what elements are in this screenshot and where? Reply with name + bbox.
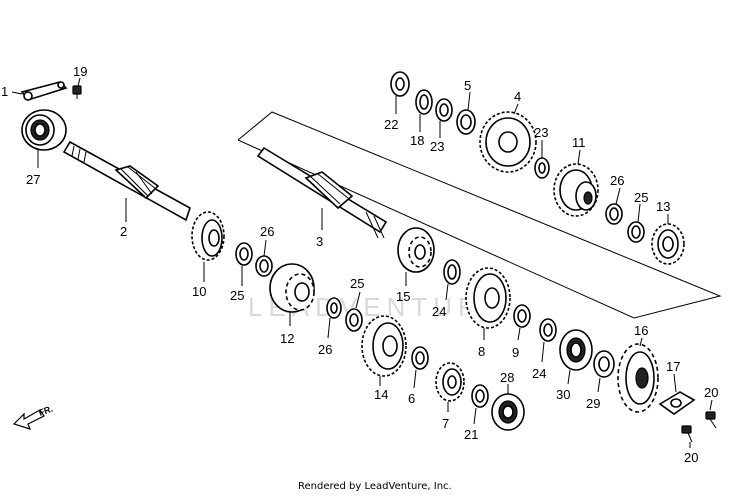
part-23-washer-top	[435, 98, 453, 122]
part-15-gear	[397, 227, 435, 273]
callout-9: 9	[512, 345, 519, 360]
part-19-bolt	[72, 85, 82, 99]
part-20-bolt-upper	[705, 411, 717, 429]
part-13-gear	[651, 223, 685, 265]
callout-15: 15	[396, 289, 410, 304]
callout-20-upper: 20	[704, 385, 718, 400]
callout-27: 27	[26, 172, 40, 187]
callout-12: 12	[280, 331, 294, 346]
part-17-plate	[658, 391, 696, 415]
callout-6: 6	[408, 391, 415, 406]
part-4-gear	[479, 111, 537, 173]
callout-28: 28	[500, 370, 514, 385]
direction-label: FR.	[37, 404, 54, 418]
callout-3: 3	[316, 234, 323, 249]
part-22-washer	[390, 71, 410, 97]
part-25-washer-mid	[345, 308, 363, 332]
callout-8: 8	[478, 344, 485, 359]
callout-25-left: 25	[230, 288, 244, 303]
callout-23-mid: 23	[534, 125, 548, 140]
part-16-sprocket	[617, 343, 659, 413]
callout-24-lower: 24	[532, 366, 546, 381]
forward-arrow-icon	[12, 409, 45, 430]
part-2-main-shaft	[62, 140, 191, 222]
callout-26-right: 26	[610, 173, 624, 188]
callout-4: 4	[514, 89, 521, 104]
part-9-bushing	[513, 304, 531, 328]
part-3-counter-shaft	[256, 146, 388, 239]
part-1-retainer-plate	[20, 81, 68, 101]
part-12-gear	[269, 263, 315, 313]
callout-2: 2	[120, 224, 127, 239]
callout-22: 22	[384, 117, 398, 132]
callout-16: 16	[634, 323, 648, 338]
callout-24-upper: 24	[432, 304, 446, 319]
part-30-bearing	[559, 329, 593, 371]
part-18-bushing	[415, 89, 433, 115]
part-29-washer	[593, 350, 615, 378]
part-24-washer-upper	[443, 259, 461, 285]
callout-26-mid: 26	[318, 342, 332, 357]
group-bracket-outline	[237, 111, 722, 319]
part-14-gear	[361, 315, 407, 377]
callout-10: 10	[192, 284, 206, 299]
callout-7: 7	[442, 416, 449, 431]
part-26-circlip-right	[605, 203, 623, 225]
callout-18: 18	[410, 133, 424, 148]
callout-29: 29	[586, 396, 600, 411]
callout-11: 11	[572, 135, 586, 150]
callout-23-top: 23	[430, 139, 444, 154]
callout-17: 17	[666, 359, 680, 374]
callout-5: 5	[464, 78, 471, 93]
part-26-circlip-mid	[326, 297, 342, 319]
part-27-bearing	[21, 109, 67, 151]
callout-19: 19	[73, 64, 87, 79]
callout-14: 14	[374, 387, 388, 402]
part-8-gear	[465, 267, 511, 329]
part-5-bushing	[456, 109, 476, 135]
render-credit: Rendered by LeadVenture, Inc.	[298, 481, 452, 492]
callout-25-right: 25	[634, 190, 648, 205]
part-11-gear	[553, 163, 599, 217]
part-23-washer-mid	[534, 157, 550, 179]
callout-30: 30	[556, 387, 570, 402]
part-6-bushing	[411, 346, 429, 370]
part-25-washer-right	[627, 221, 645, 243]
callout-21: 21	[464, 427, 478, 442]
part-7-gear	[435, 362, 465, 402]
callout-26-left: 26	[260, 224, 274, 239]
part-21-washer	[471, 384, 489, 408]
part-10-gear	[191, 211, 225, 261]
callout-13: 13	[656, 199, 670, 214]
part-24-washer-lower	[539, 318, 557, 342]
part-20-bolt-lower	[681, 425, 693, 443]
part-26-circlip-left	[255, 255, 273, 277]
part-25-washer-left	[235, 242, 253, 266]
part-28-bearing	[491, 393, 525, 431]
callout-25-mid: 25	[350, 276, 364, 291]
callout-20-lower: 20	[684, 450, 698, 465]
callout-1: 1	[1, 84, 8, 99]
